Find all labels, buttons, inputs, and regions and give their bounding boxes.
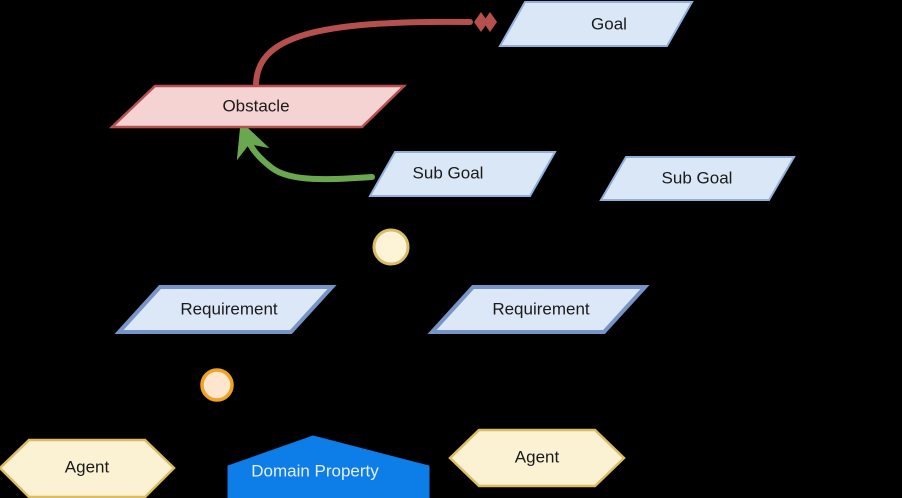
requirement-right-label: Requirement [492,299,590,318]
domain-property-label: Domain Property [251,461,379,480]
node-goal[interactable]: Goal [498,1,694,47]
obstacle-shape [108,84,408,129]
agent-left-label: Agent [65,457,110,476]
edge-resolution[interactable] [236,121,375,183]
goal-shape [498,1,694,47]
refinement-upper-circle [372,228,410,266]
obstacle-label: Obstacle [222,96,289,115]
node-refinement-upper[interactable] [372,228,410,266]
node-sub-goal-right[interactable]: Sub Goal [599,156,796,201]
refinement-lower-circle [200,368,234,402]
node-obstacle[interactable]: Obstacle [108,84,408,129]
sub-goal-right-shape [599,156,796,201]
sub-goal-left-label: Sub Goal [413,163,484,182]
agent-right-label: Agent [515,447,560,466]
agent-left-shape [0,438,176,498]
node-refinement-lower[interactable] [200,368,234,402]
sub-goal-left-shape [368,151,557,197]
obstruction-arrow-path [253,18,473,89]
node-sub-goal-left[interactable]: Sub Goal [368,151,557,197]
domain-property-shape [227,435,430,498]
requirement-left-shape [114,285,337,334]
agent-right-shape [448,428,626,488]
edge-obstruction[interactable] [253,12,497,89]
node-domain-property[interactable]: Domain Property [227,435,430,498]
sub-goal-right-label: Sub Goal [662,168,733,187]
resolution-arrow-path [236,121,375,183]
node-agent-right[interactable]: Agent [448,428,626,488]
requirement-left-label: Requirement [180,299,278,318]
node-requirement-right[interactable]: Requirement [427,285,650,334]
requirement-right-shape [427,285,650,334]
node-requirement-left[interactable]: Requirement [114,285,337,334]
obstruction-cross-marker [474,12,497,32]
node-agent-left[interactable]: Agent [0,438,176,498]
goal-label: Goal [591,14,627,33]
